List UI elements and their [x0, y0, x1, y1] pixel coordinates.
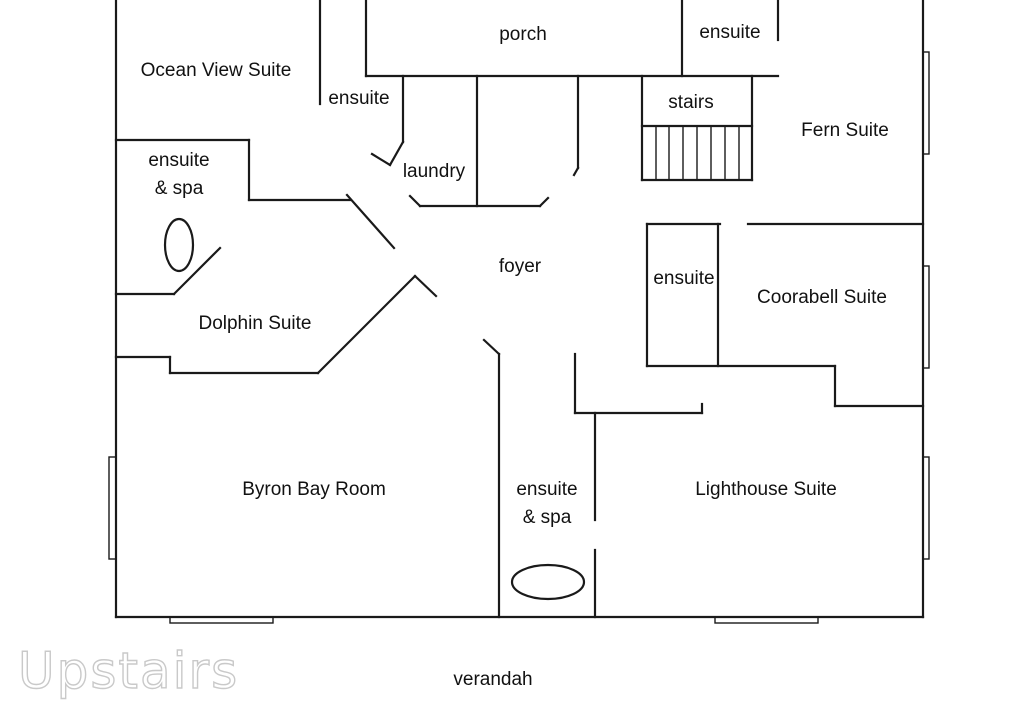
laundry-walls	[408, 74, 580, 208]
bottom-spa-walls	[482, 338, 704, 619]
watermark-upstairs: Upstairs	[18, 642, 239, 700]
label-fern-suite: Fern Suite	[801, 120, 889, 141]
label-stairs: stairs	[668, 92, 713, 113]
porch-walls	[364, 0, 780, 78]
coorabell-ensuite-walls	[645, 222, 925, 408]
dolphin-walls	[114, 274, 438, 375]
label-coorabell-suite: Coorabell Suite	[757, 287, 887, 308]
label-ensuite-ocean: ensuite	[328, 88, 389, 109]
left-spa-walls	[114, 138, 396, 296]
label-laundry: laundry	[403, 161, 466, 182]
label-ensuite-spa-left-1: ensuite	[148, 150, 209, 171]
label-ensuite-spa-bottom-1: ensuite	[516, 479, 577, 500]
label-ensuite-spa-bottom-2: & spa	[523, 507, 572, 528]
label-lighthouse-suite: Lighthouse Suite	[695, 479, 837, 500]
label-dolphin-suite: Dolphin Suite	[198, 313, 311, 334]
label-foyer: foyer	[499, 256, 542, 277]
label-ocean-view-suite: Ocean View Suite	[141, 60, 292, 81]
ocean-ensuite-walls	[318, 0, 405, 167]
windows	[108, 51, 930, 624]
label-porch: porch	[499, 24, 547, 45]
label-ensuite-coorabell: ensuite	[653, 268, 714, 289]
label-ensuite-top: ensuite	[699, 22, 760, 43]
label-byron-bay-room: Byron Bay Room	[242, 479, 386, 500]
spa-tub-bottom	[510, 563, 586, 601]
label-verandah: verandah	[453, 669, 532, 690]
spa-tub-left	[163, 217, 195, 273]
room-labels: porch ensuite Ocean View Suite ensuite s…	[141, 22, 889, 690]
stair-treads	[655, 126, 740, 180]
label-ensuite-spa-left-2: & spa	[155, 178, 204, 199]
